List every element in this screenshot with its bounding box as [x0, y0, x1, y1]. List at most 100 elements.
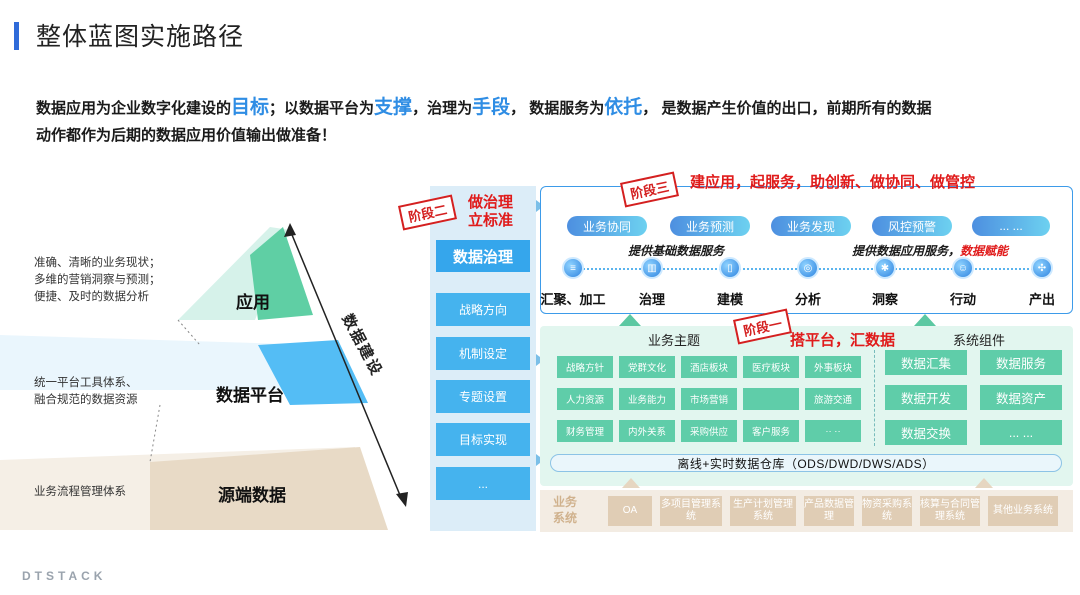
people-icon: ☺ — [952, 257, 974, 279]
flow-label: 汇聚、加工 — [540, 292, 606, 307]
business-topic-cell: 市场营销 — [681, 388, 737, 410]
flow-label: 建模 — [716, 292, 743, 307]
flow-label: 洞察 — [871, 292, 898, 307]
build-arrow-line — [289, 229, 403, 501]
business-topic-title: 业务主题 — [648, 333, 701, 348]
intro-emphasis: 手段 — [472, 97, 511, 118]
flow-label: 行动 — [949, 292, 976, 307]
pyramid-note-platform: 统一平台工具体系、 融合规范的数据资源 — [34, 375, 138, 409]
up-arrow-icon — [914, 314, 936, 326]
app-data-service-caption: 提供数据应用服务，数据赋能 — [852, 242, 1008, 259]
brand-logo: DTSTACK — [22, 569, 107, 583]
business-topic-cell: 酒店板块 — [681, 356, 737, 378]
stage-two-text-1: 做治理 — [468, 194, 514, 211]
platform-band-face — [258, 340, 368, 405]
build-arrow-head-top — [284, 223, 296, 237]
pyramid-label-app: 应用 — [236, 293, 270, 312]
component-cell: 数据交换 — [885, 420, 967, 445]
platform-band-fill — [0, 335, 335, 390]
basic-data-service-caption: 提供基础数据服务 — [628, 244, 725, 258]
chart-icon: ▥ — [641, 257, 663, 279]
business-topic-cell: 业务能力 — [619, 388, 675, 410]
database-icon: ≡ — [562, 257, 584, 279]
note-line: 便捷、及时的数据分析 — [34, 291, 149, 303]
governance-item: ... — [436, 467, 530, 500]
page-title: 整体蓝图实施路径 — [36, 23, 245, 51]
governance-item: 战略方向 — [436, 293, 530, 326]
up-arrow-icon — [619, 314, 641, 326]
build-arrow-head-bottom — [396, 492, 408, 507]
intro-emphasis: 依托 — [604, 97, 643, 118]
component-cell: 数据资产 — [980, 385, 1062, 410]
business-topic-cell: 客户服务 — [743, 420, 799, 442]
note-line: 准确、清晰的业务现状； — [34, 257, 161, 269]
caption-highlight: 数据赋能 — [960, 244, 1009, 258]
business-topic-cell: 战略方针 — [557, 356, 613, 378]
system-components-title: 系统组件 — [953, 333, 1006, 348]
governance-title: 数据治理 — [436, 240, 530, 272]
pyramid-graphic — [0, 223, 408, 530]
title-accent-bar — [14, 22, 19, 50]
component-cell: 数据服务 — [980, 350, 1062, 375]
business-topic-cell: ·· ·· — [805, 420, 861, 442]
application-box — [540, 186, 1073, 314]
note-line: 多维的营销洞察与预测； — [34, 274, 161, 286]
pyramid-label-platform: 数据平台 — [216, 386, 284, 405]
business-topic-cell: 外事板块 — [805, 356, 861, 378]
flow-label: 产出 — [1028, 292, 1055, 307]
source-system-cell: OA — [608, 496, 652, 526]
up-arrow-icon — [622, 478, 640, 488]
app-pill: 业务协同 — [567, 216, 647, 236]
data-warehouse-bar: 离线+实时数据仓库（ODS/DWD/DWS/ADS） — [550, 454, 1062, 472]
business-topic-cell: 采购供应 — [681, 420, 737, 442]
governance-item: 目标实现 — [436, 423, 530, 456]
intro-line-2: 动作都作为后期的数据应用价值输出做准备！ — [36, 127, 337, 144]
stage-two-text-2: 立标准 — [468, 212, 514, 229]
pyramid-note-app: 准确、清晰的业务现状； 多维的营销洞察与预测； 便捷、及时的数据分析 — [34, 255, 161, 306]
app-pill: 业务发现 — [771, 216, 851, 236]
source-systems-label: 业务系统 — [553, 495, 578, 525]
dotted-guide — [149, 404, 161, 463]
note-line: 融合规范的数据资源 — [34, 394, 138, 406]
app-pill: ... ... — [972, 216, 1050, 236]
stage-one-text: 搭平台，汇数据 — [790, 332, 896, 349]
section-divider — [874, 350, 875, 446]
stage-three-text: 建应用，起服务，助创新、做协同、做管控 — [690, 174, 976, 191]
intro-emphasis: 目标 — [231, 97, 270, 118]
network-icon: ✣ — [1031, 257, 1053, 279]
flow-label: 分析 — [794, 292, 821, 307]
pyramid-note-source: 业务流程管理体系 — [34, 486, 126, 498]
analysis-icon: ◎ — [797, 257, 819, 279]
intro-text: ， 数据服务为 — [510, 100, 605, 117]
app-pill: 风控预警 — [872, 216, 952, 236]
business-topic-cell: 旅游交通 — [805, 388, 861, 410]
business-topic-cell: 党群文化 — [619, 356, 675, 378]
business-topic-cell: 财务管理 — [557, 420, 613, 442]
source-system-cell: 生产计划管理系统 — [730, 496, 796, 526]
business-topic-cell — [743, 388, 799, 410]
intro-text: ， 是数据产生价值的出口，前期所有的数据 — [642, 100, 932, 117]
flow-label: 治理 — [638, 292, 665, 307]
source-system-cell: 产品数据管理 — [804, 496, 854, 526]
component-cell: 数据汇集 — [885, 350, 967, 375]
business-topic-cell: 医疗板块 — [743, 356, 799, 378]
intro-text: ，治理为 — [412, 100, 473, 117]
dotted-guide — [177, 319, 201, 346]
source-system-cell: 多项目管理系统 — [660, 496, 722, 526]
governance-item: 专题设置 — [436, 380, 530, 413]
business-topic-cell: 内外关系 — [619, 420, 675, 442]
source-system-cell: 其他业务系统 — [988, 496, 1058, 526]
intro-emphasis: 支撑 — [374, 97, 413, 118]
intro-line-1: 数据应用为企业数字化建设的目标；以数据平台为支撑，治理为手段， 数据服务为依托，… — [36, 92, 931, 119]
book-icon: ▯ — [719, 257, 741, 279]
business-topic-cell: 人力资源 — [557, 388, 613, 410]
intro-text: 数据应用为企业数字化建设的 — [36, 100, 232, 117]
caption-text: 提供数据应用服务， — [852, 244, 961, 258]
app-pill: 业务预测 — [670, 216, 750, 236]
source-band-face — [150, 447, 388, 530]
intro-text: ；以数据平台为 — [269, 100, 375, 117]
note-line: 统一平台工具体系、 — [34, 377, 138, 389]
lightbulb-icon: ✱ — [874, 257, 896, 279]
component-cell: ... ... — [980, 420, 1062, 445]
governance-item: 机制设定 — [436, 337, 530, 370]
